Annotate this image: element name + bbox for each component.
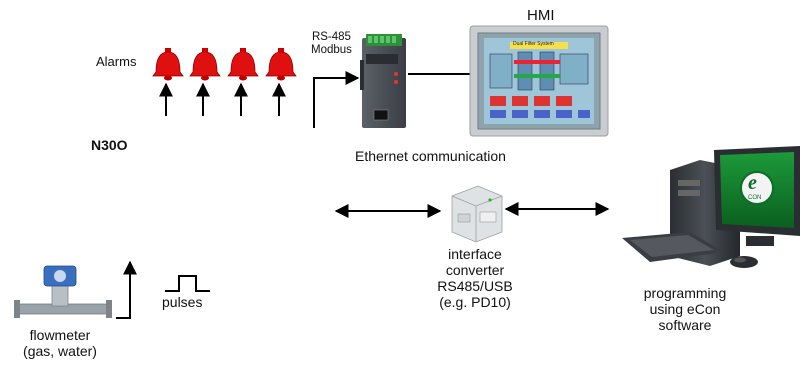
converter-icon bbox=[451, 185, 503, 243]
hmi-screen-title: Dual Filter System bbox=[513, 41, 554, 47]
programming-label-line1: programming bbox=[643, 285, 727, 301]
alarm-bell-icon bbox=[189, 48, 221, 81]
alarm-bells bbox=[152, 48, 297, 81]
programming-label: programming using eCon software bbox=[620, 285, 750, 333]
alarm-bell-icon bbox=[265, 48, 297, 81]
rs485-arrow bbox=[313, 71, 360, 128]
converter-label-line4: (e.g. PD10) bbox=[439, 294, 511, 311]
computer-icon bbox=[622, 146, 800, 268]
ethernet-label: Ethernet communication bbox=[355, 148, 506, 164]
converter-label: interface converter RS485/USB (e.g. PD10… bbox=[410, 246, 540, 310]
econ-logo-letter: e bbox=[748, 172, 757, 194]
rs485-label-line2: Modbus bbox=[311, 44, 352, 57]
rs485-label-line1: RS-485 bbox=[311, 31, 351, 43]
alarm-arrows bbox=[159, 82, 286, 116]
programming-label-line2: using eCon bbox=[649, 301, 721, 318]
econ-logo-small: CON bbox=[748, 195, 762, 201]
hmi-panel-icon bbox=[469, 25, 609, 137]
device-label: N30O bbox=[91, 137, 128, 153]
flowmeter-icon bbox=[14, 265, 112, 318]
flowmeter-label-line1: flowmeter bbox=[29, 327, 91, 343]
programming-label-line3: software bbox=[658, 317, 712, 334]
flowmeter-arrow bbox=[116, 260, 137, 319]
alarm-bell-icon bbox=[152, 48, 184, 81]
alarms-label: Alarms bbox=[96, 54, 137, 69]
flowmeter-label: flowmeter (gas, water) bbox=[6, 327, 114, 359]
n30o-device-icon bbox=[360, 34, 406, 128]
pulse-symbol-icon bbox=[165, 275, 210, 292]
flowmeter-label-line2: (gas, water) bbox=[23, 343, 97, 360]
alarm-bell-icon bbox=[227, 48, 259, 81]
hmi-label: HMI bbox=[527, 7, 555, 24]
pulses-label: pulses bbox=[162, 294, 203, 310]
converter-label-line1: interface bbox=[448, 246, 502, 262]
converter-label-line3: RS485/USB bbox=[437, 278, 513, 295]
rs485-label: RS-485 Modbus bbox=[311, 31, 352, 57]
converter-label-line2: converter bbox=[445, 262, 505, 279]
